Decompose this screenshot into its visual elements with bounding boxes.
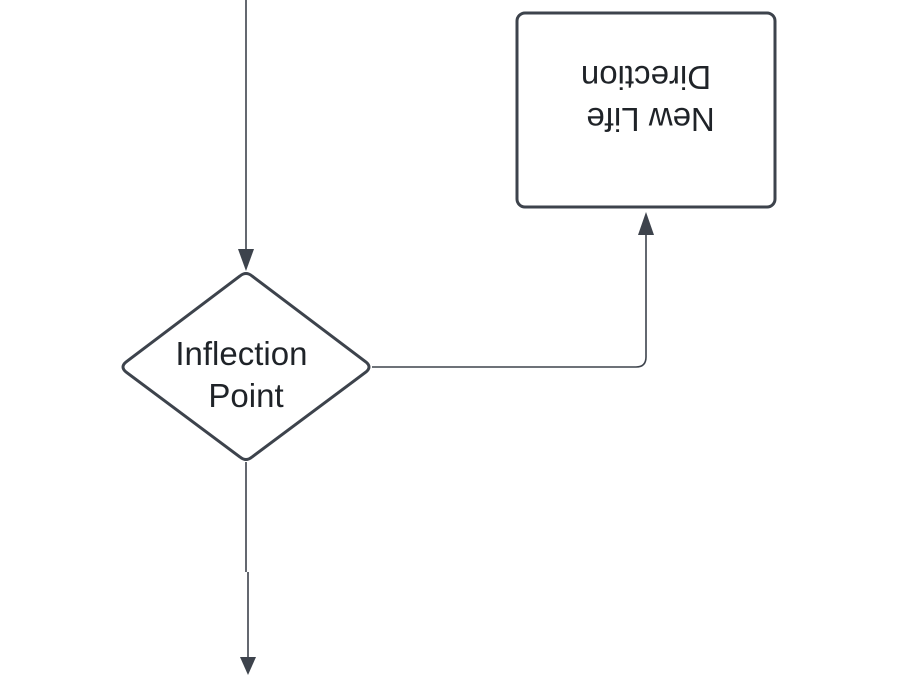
connector-to-new-life-direction xyxy=(372,212,654,368)
decision-node-inflection-point[interactable]: Inflection Point xyxy=(121,272,371,461)
process-label-line-2: Direction xyxy=(581,59,711,96)
decision-label-line-1: Inflection xyxy=(175,335,307,372)
arrowhead-down-icon xyxy=(240,657,256,675)
arrowhead-down-icon xyxy=(238,249,254,271)
process-label-line-1: New Life xyxy=(586,101,714,138)
connector-incoming xyxy=(238,0,254,271)
process-node-new-life-direction[interactable]: New Life Direction xyxy=(515,11,777,209)
process-box-shape xyxy=(515,11,777,209)
decision-label-line-2: Point xyxy=(208,377,283,414)
process-label: New Life Direction xyxy=(577,59,715,138)
connector-outgoing xyxy=(240,462,256,675)
arrowhead-up-icon xyxy=(638,212,654,235)
decision-diamond-shape xyxy=(121,272,371,461)
decision-label: Inflection Point xyxy=(175,335,316,414)
